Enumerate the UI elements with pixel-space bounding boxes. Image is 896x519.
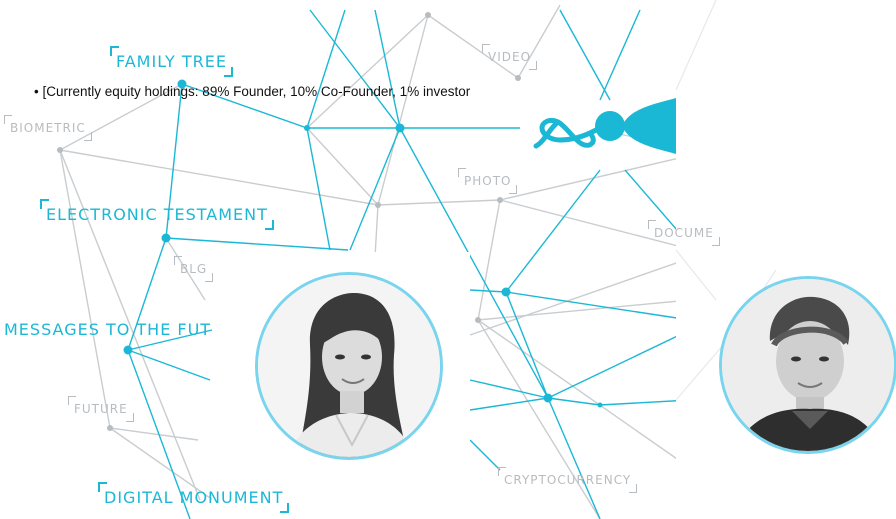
label-documents: DOCUME	[648, 220, 720, 246]
label-video: VIDEO	[481, 44, 538, 70]
label-biometric: BIOMETRIC	[4, 115, 92, 141]
label-blog: BLG	[173, 256, 214, 282]
label-cryptocurrency: CRYPTOCURRENCY	[497, 467, 638, 493]
label-photo: PHOTO	[457, 168, 518, 194]
infinity-sperm-logo-icon	[530, 98, 676, 160]
woman-portrait-icon	[255, 272, 443, 460]
label-future: FUTURE	[68, 396, 134, 422]
label-digital-monument: DIGITAL MONUMENT	[97, 482, 290, 513]
label-electronic-testament: ELECTRONIC TESTAMENT	[40, 199, 274, 230]
man-portrait-icon	[719, 276, 896, 454]
label-family-tree: FAMILY TREE	[110, 46, 233, 77]
equity-holdings-text: • [Currently equity holdings: 89% Founde…	[34, 84, 471, 99]
label-messages-to-the-future: MESSAGES TO THE FUT	[4, 320, 212, 339]
